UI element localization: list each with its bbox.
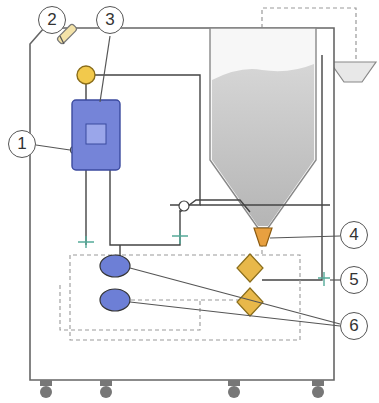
hopper	[210, 28, 316, 228]
pump	[77, 66, 95, 84]
callout-number: 1	[8, 130, 36, 158]
callout-number: 4	[340, 221, 368, 249]
wheels	[40, 380, 324, 398]
callout-number: 6	[340, 312, 368, 340]
filter-diamond	[237, 254, 263, 282]
callout-number: 3	[96, 6, 124, 34]
discharge-valve	[254, 228, 272, 246]
filter-vessel	[72, 100, 120, 170]
external-hopper	[330, 62, 376, 82]
housing	[30, 28, 334, 380]
vessel-window	[86, 124, 106, 144]
blue-pump	[100, 255, 130, 277]
pipes	[86, 55, 330, 300]
dashed-lines	[60, 236, 300, 340]
blue-pump	[100, 289, 130, 311]
sensor	[179, 201, 189, 211]
callout-number: 2	[38, 6, 66, 34]
callout-number: 5	[340, 266, 368, 294]
powder	[212, 64, 314, 226]
valves	[78, 230, 330, 286]
leader-lines	[36, 36, 340, 326]
